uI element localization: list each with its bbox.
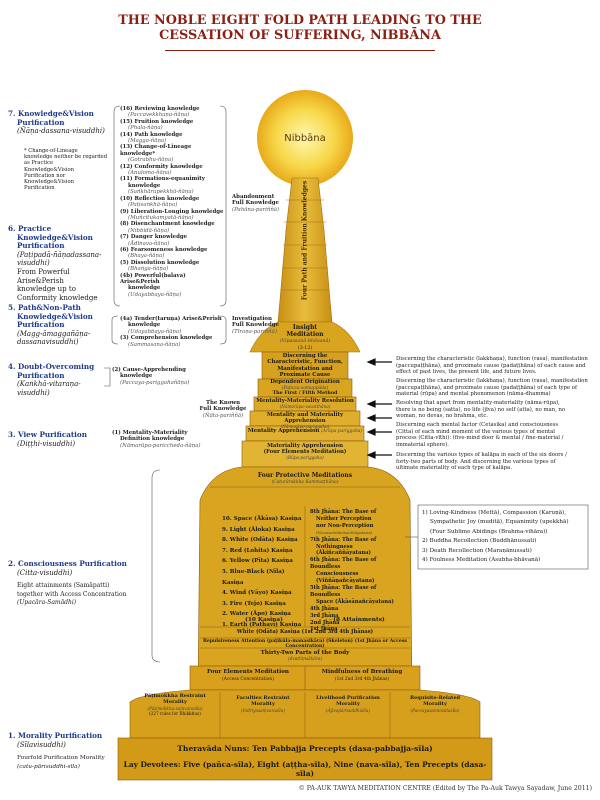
- nuns-precepts: Theravāda Nuns: Ten Pabbajja Precepts (d…: [177, 744, 433, 753]
- step-materiality-apprehension: [241, 440, 369, 468]
- knowledge-5: (5) Dissolution knowledge(Bhaṅga-ñāṇa): [120, 259, 200, 273]
- knowledge-10: (10) Reflection knowledge(Paṭisaṅkhā-ñāṇ…: [120, 195, 200, 209]
- knowledge-15: (15) Fruition knowledge(Phala-ñāṇa): [120, 118, 194, 132]
- thirty-two-parts-label: Thirty-Two Parts of the Body(dvattiṃsākā…: [260, 650, 350, 662]
- dependent-origination-label: Dependent Origination(Paṭicca-samuppāda)…: [270, 379, 340, 397]
- stage-7-title: 7. Knowledge&Vision: [8, 109, 94, 118]
- change-of-lineage-note: * Change-of-Lineage knowledge neither be…: [24, 148, 108, 192]
- four-protective-label: Four Protective Meditations(Caturārakkha…: [257, 472, 353, 485]
- note-mental-process: Discerning each mental factor (Cetasika)…: [396, 422, 564, 448]
- knowledge-14: (14) Path knowledge(Magga-ñāṇa): [120, 131, 183, 145]
- knowledge-6: (6) Fearsomeness knowledge(Bhaya-ñāṇa): [120, 246, 208, 260]
- nibbana-label: Nibbāna: [284, 133, 326, 144]
- stage-1: 1. Morality Purification (Sīlavisuddhi) …: [8, 731, 105, 770]
- four-elements-label: Four Elements Meditation(Access Concentr…: [206, 669, 290, 682]
- page-title: THE NOBLE EIGHT FOLD PATH LEADING TO THE…: [0, 13, 600, 43]
- tower-label: Four Path and Fruition Knowledges: [301, 180, 309, 301]
- note-no-self: Resolving that apart from mentality-mate…: [396, 400, 566, 419]
- stage-4: 4. Doubt-Overcoming Purification (Kaṅkhā…: [8, 362, 95, 397]
- mm-apprehension-label: Mentality and Materiality Apprehension(N…: [266, 412, 344, 429]
- stage-7-title-2: Purification: [17, 117, 65, 127]
- knowledge-13: (13) Change-of-Lineage knowledge*(Gotrab…: [120, 144, 192, 164]
- morality-base: [117, 737, 493, 781]
- knowledge-16: (16) Reviewing knowledge(Paccavekkhaṇa-ñ…: [120, 106, 200, 119]
- stage-7: 7. Knowledge&Vision Purification (Ñāṇa-d…: [8, 109, 108, 136]
- stage-7-pali: (Ñāṇa-dassana-visuddhi): [17, 127, 105, 136]
- stage-5: 5. Path&Non-Path Knowledge&Vision Purifi…: [8, 303, 93, 347]
- repulsiveness-label: Repulsiveness Attention (paṭikūla-manasi…: [202, 639, 408, 649]
- knowledge-7: (7) Danger knowledge(Ādīnava-ñāṇa): [120, 234, 188, 247]
- knowledge-12: (12) Conformity knowledge(Anuloma-ñāṇa): [120, 163, 203, 177]
- stage-2: 2. Consciousness Purification (Citta-vis…: [8, 559, 127, 607]
- knowledge-3: (3) Comprehension knowledge(Sammasana-ñā…: [120, 335, 213, 348]
- materiality-apprehension-label: Materiality Apprehension(Four Elements M…: [263, 443, 347, 461]
- stage-6: 6. Practice Knowledge&Vision Purificatio…: [8, 224, 102, 302]
- title-line-1: THE NOBLE EIGHT FOLD PATH LEADING TO THE: [118, 13, 482, 28]
- title-divider: [165, 50, 435, 51]
- mentality-apprehension-label: Mentality Apprehension (Arūpa-pariggaha): [247, 428, 363, 434]
- eight-attainments-label: (8 Attainments): [333, 617, 385, 623]
- note-kalapa: Discerning the various types of kalāpa i…: [396, 452, 567, 471]
- protective-list: 1) Loving-Kindness (Mettā), Compassion (…: [422, 510, 569, 564]
- copyright-footer: © PA-AUK TAWYA MEDITATION CENTRE (Edited…: [298, 785, 592, 792]
- note-characteristics: Discerning the characteristic (lakkhaṇa)…: [396, 378, 588, 397]
- knowledge-list: (16) Reviewing knowledge(Paccavekkhaṇa-ñ…: [120, 106, 224, 298]
- mm-resolution-label: Mentality-Materiality Resolution(Nāmarūp…: [256, 398, 354, 409]
- mindfulness-breathing-label: Mindfulness of Breathing(1st 2nd 3rd 4th…: [321, 669, 403, 682]
- knowledge-9: (9) Liberation-Longing knowledge(Muñcitu…: [120, 208, 224, 221]
- left-brackets: [104, 105, 227, 663]
- step-discerning: [261, 351, 349, 380]
- ten-kasina-label: (10 Kasiṇa): [245, 617, 283, 623]
- lay-precepts: Lay Devotees: Five (pañca-sīla), Eight (…: [123, 760, 487, 778]
- white-kasina-label: White (Odāta) Kasiṇa (1st 2nd 3rd 4th Jh…: [236, 629, 374, 635]
- knowledge-8: (8) Disenchantment knowledge(Nibbidā-ñāṇ…: [120, 221, 215, 234]
- insight-dome: [249, 321, 361, 353]
- stage-3: 3. View Purification (Diṭṭhi-visuddhi): [8, 430, 87, 448]
- nibbana-orb: [257, 90, 353, 186]
- right-arrows: [366, 358, 392, 459]
- note-past-lives: Discerning the characteristic (lakkhaṇa)…: [396, 356, 588, 375]
- title-line-2: CESSATION OF SUFFERING, NIBBĀNA: [159, 28, 441, 43]
